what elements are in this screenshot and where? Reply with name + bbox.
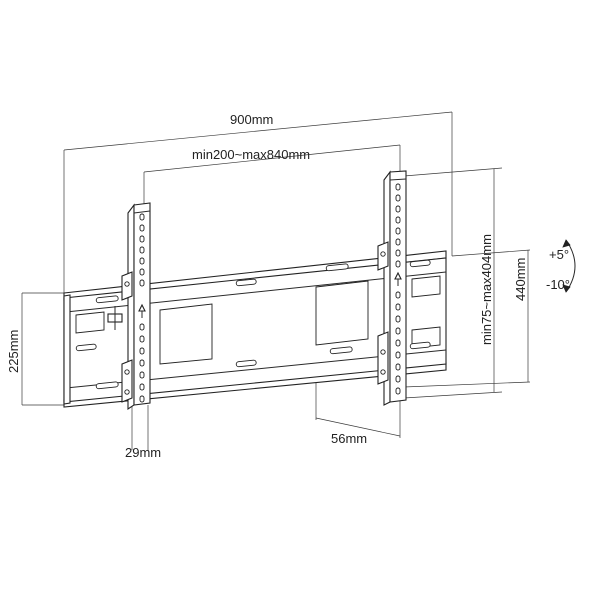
arm-slot-hole: [395, 205, 401, 213]
dim-overall-width-label: 900mm: [230, 112, 273, 127]
plate-window-left: [159, 303, 213, 365]
arm-slot-hole: [395, 327, 401, 335]
arm-slot-hole: [395, 351, 401, 359]
dim-wall-plate-height: 225mm: [6, 292, 64, 406]
arm-slot-hole: [395, 387, 401, 395]
dim-vesa-horizontal: min200~max840mm: [143, 144, 401, 205]
arm-slot-hole: [395, 303, 401, 311]
arm-slot-hole: [395, 260, 401, 268]
dim-arm-width: 29mm: [125, 405, 161, 460]
arm-slot-hole: [395, 216, 401, 224]
left-arm: [121, 202, 151, 411]
dim-vesa-vertical: min75~max404mm: [403, 167, 503, 399]
wall-plate: [63, 250, 447, 408]
dim-wall-depth-label: 56mm: [331, 431, 367, 446]
arm-slot-hole: [139, 395, 145, 403]
dim-wall-plate-height-label: 225mm: [6, 330, 21, 373]
right-arm: [377, 170, 407, 406]
arm-slot-hole: [139, 224, 145, 232]
arm-slot-hole: [395, 227, 401, 235]
dim-overall-width: 900mm: [63, 111, 453, 300]
tilt-indicator: +5° -10°: [546, 239, 576, 293]
left-arm-holes: [139, 213, 145, 403]
arm-slot-hole: [139, 246, 145, 254]
dim-vesa-horizontal-label: min200~max840mm: [192, 147, 310, 162]
arm-slot-hole: [395, 315, 401, 323]
dim-overall-height: 440mm: [403, 249, 531, 388]
dim-wall-depth: 56mm: [315, 372, 401, 446]
arm-slot-hole: [395, 183, 401, 191]
tilt-arrow-up-icon: [562, 239, 571, 248]
plate-window-right: [315, 280, 369, 346]
arm-slot-hole: [139, 371, 145, 379]
arm-slot-hole: [139, 335, 145, 343]
dim-vesa-vertical-label: min75~max404mm: [479, 234, 494, 345]
tilt-up-label: +5°: [549, 247, 569, 262]
arm-slot-hole: [395, 194, 401, 202]
tilt-down-label: -10°: [546, 277, 570, 292]
arm-slot-hole: [139, 235, 145, 243]
arm-slot-hole: [395, 249, 401, 257]
arm-slot-hole: [395, 339, 401, 347]
arm-slot-hole: [395, 363, 401, 371]
arm-slot-hole: [139, 383, 145, 391]
arm-slot-hole: [139, 213, 145, 221]
arm-slot-hole: [139, 268, 145, 276]
dim-overall-height-label: 440mm: [513, 258, 528, 301]
arm-slot-hole: [139, 323, 145, 331]
dim-arm-width-label: 29mm: [125, 445, 161, 460]
tilt-arrow-down-icon: [562, 284, 571, 293]
arm-slot-hole: [395, 291, 401, 299]
arm-slot-hole: [139, 279, 145, 287]
arm-slot-hole: [395, 238, 401, 246]
right-arm-holes: [395, 183, 401, 395]
arm-slot-hole: [395, 375, 401, 383]
arm-slot-hole: [139, 257, 145, 265]
arm-slot-hole: [139, 347, 145, 355]
arm-slot-hole: [139, 359, 145, 367]
